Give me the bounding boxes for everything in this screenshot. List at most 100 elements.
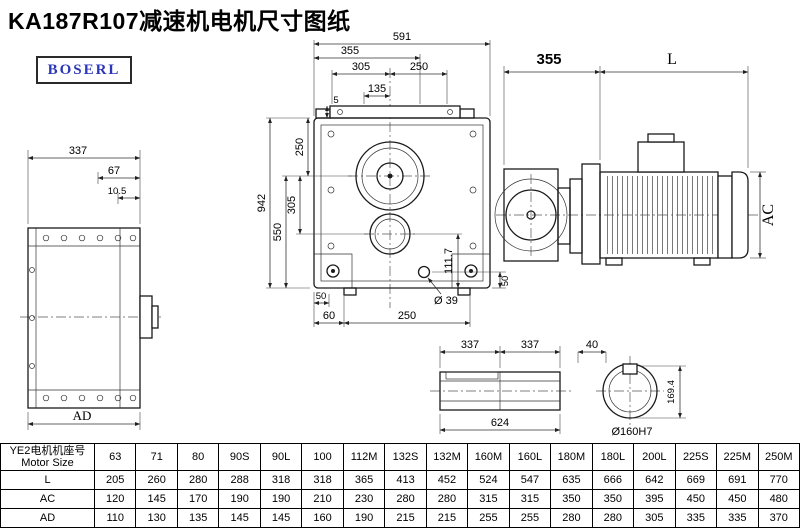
shaft-section-view: 40 169.4 Ø160H7 — [577, 339, 686, 438]
technical-drawing: 591 355 305 250 135 5 942 550 305 250 11… — [20, 31, 777, 438]
dim-front-250-left: 250 — [294, 138, 306, 156]
dim-value-cell: 413 — [384, 470, 427, 490]
motor-size-col-header: 225M — [716, 443, 759, 471]
housing-foot-left — [343, 287, 357, 296]
gearbox-front-view: 591 355 305 250 135 5 942 550 305 250 11… — [256, 31, 511, 327]
motor-size-col-header: 80 — [176, 443, 220, 471]
dim-front-111-7: 111.7 — [443, 248, 455, 274]
dim-front-5: 5 — [333, 95, 338, 106]
dim-value-cell: 669 — [674, 470, 718, 490]
motor-size-col-header: 180L — [591, 443, 635, 471]
dim-front-305-left: 305 — [286, 196, 298, 214]
motor-endbell — [717, 175, 733, 259]
dim-value-cell: 190 — [218, 489, 261, 509]
dim-value-cell: 642 — [633, 470, 676, 490]
dim-value-cell: 160 — [301, 508, 344, 528]
dim-front-dia39: Ø 39 — [434, 295, 458, 307]
dim-front-305-top: 305 — [352, 61, 370, 73]
gearbox-side-view: 337 67 10.5 AD — [20, 145, 164, 430]
dim-front-550: 550 — [272, 223, 284, 241]
dim-value-cell: 280 — [384, 489, 427, 509]
housing-top-band — [329, 105, 461, 119]
motor-size-col-header: 100 — [301, 443, 344, 471]
dim-value-cell: 450 — [716, 489, 759, 509]
dim-value-cell: 135 — [176, 508, 220, 528]
motor-size-col-header: 160M — [467, 443, 510, 471]
housing-top-lug-left — [315, 108, 331, 119]
hollow-shaft-detail-view: 337 337 624 — [430, 339, 572, 434]
motor-size-col-header: 225S — [674, 443, 718, 471]
dim-value-cell: 210 — [301, 489, 344, 509]
dim-value-cell: 365 — [342, 470, 386, 490]
dim-shaft-624: 624 — [491, 417, 509, 429]
dim-motor-L: L — [667, 51, 677, 68]
dim-value-cell: 524 — [467, 470, 510, 490]
motor-foot — [605, 257, 623, 266]
motor-size-col-header: 90S — [218, 443, 261, 471]
dim-value-cell: 452 — [425, 470, 469, 490]
dim-value-cell: 350 — [591, 489, 635, 509]
dim-shaft-337-a: 337 — [461, 339, 479, 351]
dim-value-cell: 215 — [425, 508, 469, 528]
dim-side-67: 67 — [108, 165, 120, 177]
housing-top-lug-right — [459, 108, 475, 119]
dim-value-cell: 145 — [135, 489, 178, 509]
dim-front-60: 60 — [323, 310, 335, 322]
dim-value-cell: 170 — [176, 489, 220, 509]
dia39-hole — [417, 265, 431, 279]
motor-size-col-header: 112M — [342, 443, 386, 471]
side-shaft-stub — [139, 295, 153, 339]
dim-sec-40: 40 — [586, 339, 598, 351]
dim-value-cell: 350 — [550, 489, 593, 509]
motor-size-col-header: 250M — [757, 443, 800, 471]
dim-front-250-bottom: 250 — [398, 310, 416, 322]
motor-size-col-header: 200L — [633, 443, 676, 471]
dim-value-cell: 395 — [633, 489, 676, 509]
housing-outline — [313, 117, 491, 289]
dim-value-cell: 280 — [425, 489, 469, 509]
dim-value-cell: 120 — [93, 489, 137, 509]
motor-side-view: 355 L AC — [494, 51, 777, 266]
dim-side-10-5: 10.5 — [108, 186, 127, 197]
motor-size-col-header: 63 — [93, 443, 137, 471]
row-label-L: L — [0, 470, 95, 490]
dim-motor-AC: AC — [760, 204, 777, 226]
dim-value-cell: 110 — [93, 508, 137, 528]
output-bore — [355, 141, 425, 211]
dim-front-942: 942 — [256, 194, 268, 212]
dim-value-cell: 215 — [384, 508, 427, 528]
dim-motor-355: 355 — [536, 51, 561, 68]
dim-value-cell: 145 — [259, 508, 303, 528]
motor-size-col-header: 180M — [550, 443, 593, 471]
dim-front-591: 591 — [393, 31, 411, 43]
dim-value-cell: 255 — [467, 508, 510, 528]
dim-value-cell: 370 — [757, 508, 800, 528]
dim-value-cell: 190 — [342, 508, 386, 528]
dim-value-cell: 305 — [633, 508, 676, 528]
motor-size-col-header: 160L — [508, 443, 552, 471]
dim-sec-dia160: Ø160H7 — [612, 426, 653, 438]
dim-value-cell: 288 — [218, 470, 261, 490]
motor-size-col-header: 90L — [259, 443, 303, 471]
dim-front-250-top: 250 — [410, 61, 428, 73]
dim-shaft-337-b: 337 — [521, 339, 539, 351]
dim-value-cell: 666 — [591, 470, 635, 490]
housing-foot-right — [457, 287, 471, 296]
dim-value-cell: 635 — [550, 470, 593, 490]
dim-value-cell: 260 — [135, 470, 178, 490]
section-keyway — [622, 363, 638, 375]
dim-value-cell: 230 — [342, 489, 386, 509]
dim-side-337: 337 — [69, 145, 87, 157]
dim-value-cell: 335 — [674, 508, 718, 528]
dim-value-cell: 318 — [259, 470, 303, 490]
row-label-AD: AD — [0, 508, 95, 528]
motor-size-col-header: 132S — [384, 443, 427, 471]
dim-value-cell: 280 — [176, 470, 220, 490]
dim-value-cell: 145 — [218, 508, 261, 528]
dim-value-cell: 205 — [93, 470, 137, 490]
